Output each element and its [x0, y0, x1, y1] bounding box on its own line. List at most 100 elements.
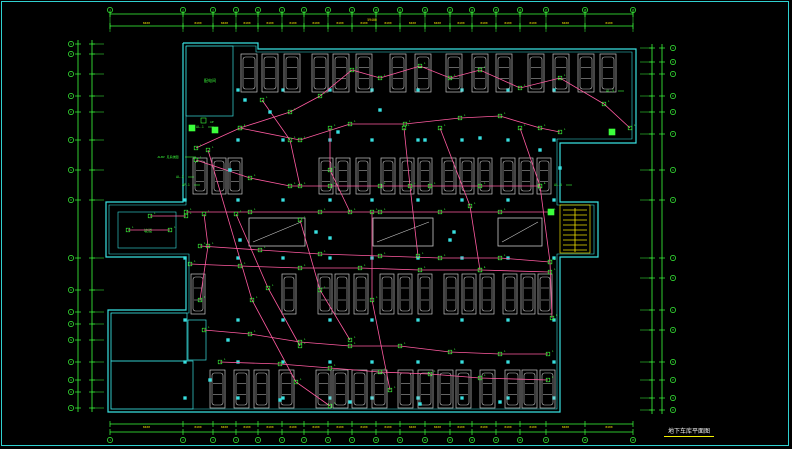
column: [236, 396, 240, 400]
grid-bubble-label: 13: [449, 439, 452, 442]
panel-label: AP-1: [182, 183, 190, 187]
light-fixture: [197, 297, 203, 303]
light-fixture: [205, 147, 211, 153]
car-outline: [579, 56, 593, 90]
grid-bubble-left: [68, 359, 74, 365]
grid-bubble-right: [670, 45, 676, 51]
distribution-box: [608, 128, 616, 136]
grid-bubble-bottom: [493, 437, 499, 443]
car-outline: [416, 56, 430, 90]
light-fixture: [357, 265, 363, 271]
light-fixture: [477, 183, 483, 189]
grid-bubble-label: 8: [327, 439, 329, 442]
dimension-text: 8400: [266, 425, 273, 429]
emergency-light: [478, 136, 482, 140]
light-fixture: [297, 343, 303, 349]
parking-stall: [192, 157, 208, 195]
column: [236, 198, 240, 202]
column: [460, 360, 464, 364]
car-outline: [443, 160, 455, 192]
emergency-light: [418, 402, 422, 406]
emergency-light: [348, 400, 352, 404]
parking-stall: [552, 53, 570, 93]
fixture-tag: L: [244, 124, 246, 127]
wire-run: [199, 213, 209, 301]
grid-bubble-left: [68, 337, 74, 343]
fixture-tag: L: [304, 264, 306, 267]
dimension-text: 8400: [434, 425, 441, 429]
light-fixture: [193, 145, 199, 151]
column: [552, 138, 556, 142]
fixture-tag: L: [408, 124, 410, 127]
wire-run: [195, 65, 631, 149]
car-outline: [445, 276, 457, 312]
fixture-tag: L: [454, 348, 456, 351]
dimension-text: 8400: [605, 425, 612, 429]
panel-label: AL-2: [176, 175, 184, 179]
grid-bubble-label: 11: [399, 9, 402, 12]
light-fixture: [447, 75, 453, 81]
fixture-tag: L: [384, 252, 386, 255]
parking-stall: [283, 53, 301, 93]
parking-stall: [278, 369, 295, 409]
light-fixture: [477, 67, 483, 73]
fixture-tag: L: [364, 264, 366, 267]
grid-bubble-label: 7: [303, 9, 305, 12]
light-fixture: [545, 377, 551, 383]
fixture-tag: L: [464, 114, 466, 117]
car-outline: [280, 372, 293, 406]
car-outline: [439, 372, 452, 406]
light-fixture: [247, 175, 253, 181]
dimension-text: 8400: [243, 21, 250, 25]
fixture-tag: L: [244, 262, 246, 265]
column: [506, 88, 510, 92]
light-fixture: [497, 255, 503, 261]
dimension-text: 8400: [221, 425, 228, 429]
column: [281, 138, 285, 142]
pump-room-label: 配电间: [204, 77, 216, 83]
light-fixture: [547, 259, 553, 265]
parking-stall: [455, 369, 472, 409]
car-outline: [357, 56, 371, 90]
dimension-text: 8400: [504, 21, 511, 25]
light-fixture: [417, 63, 423, 69]
grid-bubble-label: 6: [281, 439, 283, 442]
fixture-tag: L: [190, 208, 192, 211]
fixture-tag: L: [324, 92, 326, 95]
parking-stall: [539, 369, 556, 409]
light-fixture: [377, 183, 383, 189]
car-outline: [506, 372, 519, 406]
light-fixture: [477, 375, 483, 381]
grid-bubble-label: 1: [109, 439, 111, 442]
fixture-tag: L: [254, 174, 256, 177]
grid-bubble-label: P: [70, 361, 72, 364]
fixture-tag: L: [444, 208, 446, 211]
parking-stall: [477, 157, 493, 195]
grid-bubble-label: P: [672, 379, 674, 382]
column: [460, 318, 464, 322]
light-fixture: [297, 137, 303, 143]
wire-run: [403, 127, 419, 257]
distribution-box: [547, 208, 555, 216]
grid-bubble-label: 19: [632, 9, 635, 12]
column: [416, 138, 420, 142]
grid-bubble-label: 16: [519, 9, 522, 12]
grid-bubble-label: R: [672, 409, 674, 412]
grid-bubble-bottom: [210, 437, 216, 443]
parking-stall: [417, 273, 433, 315]
car-outline: [497, 56, 511, 90]
fixture-tag: L: [608, 100, 610, 103]
light-fixture: [265, 285, 271, 291]
grid-bubble-label: 16: [519, 439, 522, 442]
parking-stall: [502, 273, 518, 315]
grid-bubble-label: 18: [584, 9, 587, 12]
outer-wall: [105, 42, 637, 413]
fixture-tag: L: [556, 314, 558, 317]
car-outline: [401, 160, 413, 192]
fixture-tag: L: [524, 124, 526, 127]
grid-bubble-right: [670, 359, 676, 365]
wire-run: [207, 149, 331, 407]
